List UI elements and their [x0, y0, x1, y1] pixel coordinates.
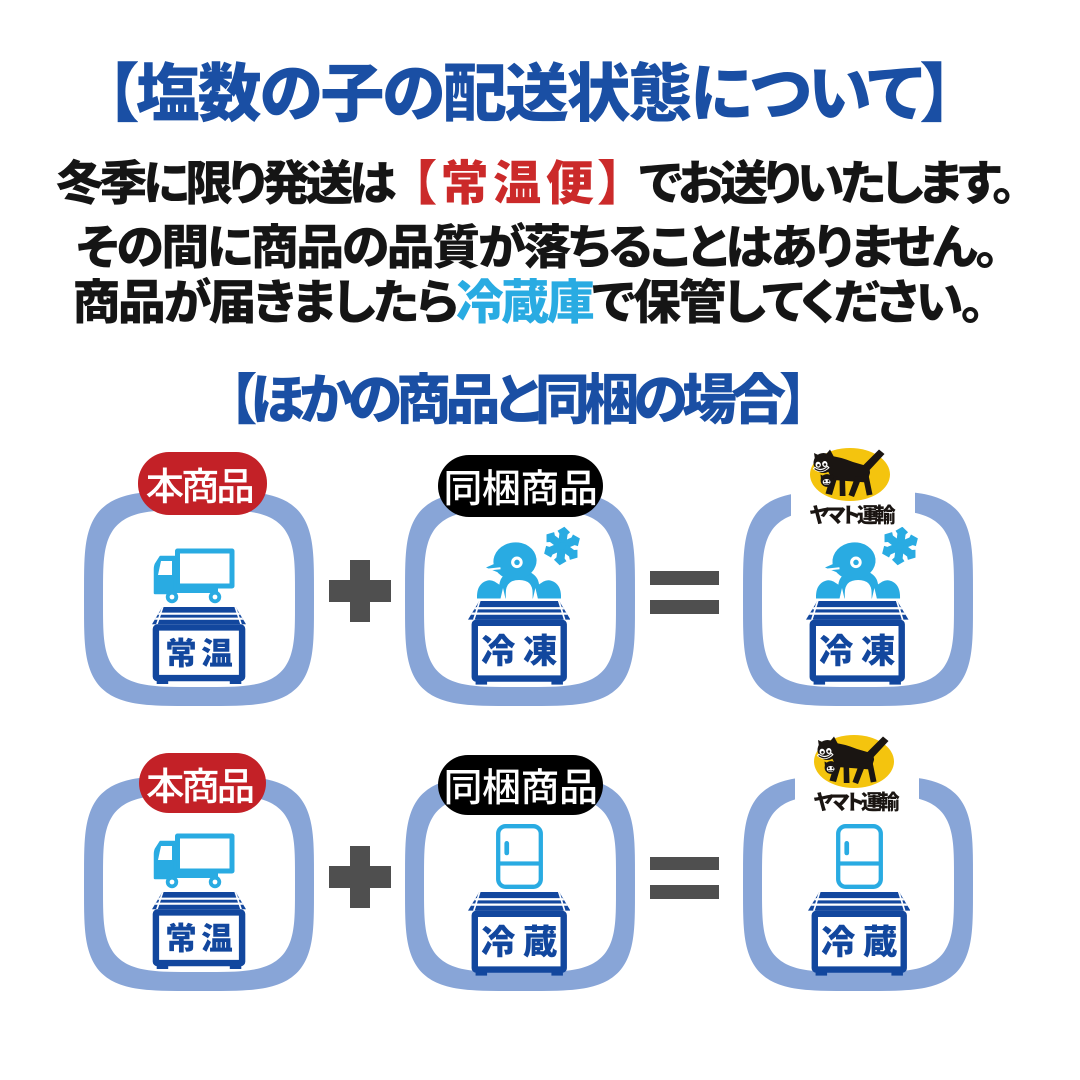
svg-text:冷凍: 冷凍	[481, 623, 565, 673]
svg-text:ヤマト運輸: ヤマト運輸	[813, 787, 900, 815]
svg-text:常温: 常温	[165, 913, 237, 959]
svg-text:冷蔵: 冷蔵	[821, 914, 905, 964]
svg-text:常温: 常温	[165, 628, 237, 674]
svg-text:冷凍: 冷凍	[819, 623, 903, 673]
svg-text:ヤマト運輸: ヤマト運輸	[809, 499, 896, 527]
svg-text:冷蔵: 冷蔵	[481, 914, 565, 964]
